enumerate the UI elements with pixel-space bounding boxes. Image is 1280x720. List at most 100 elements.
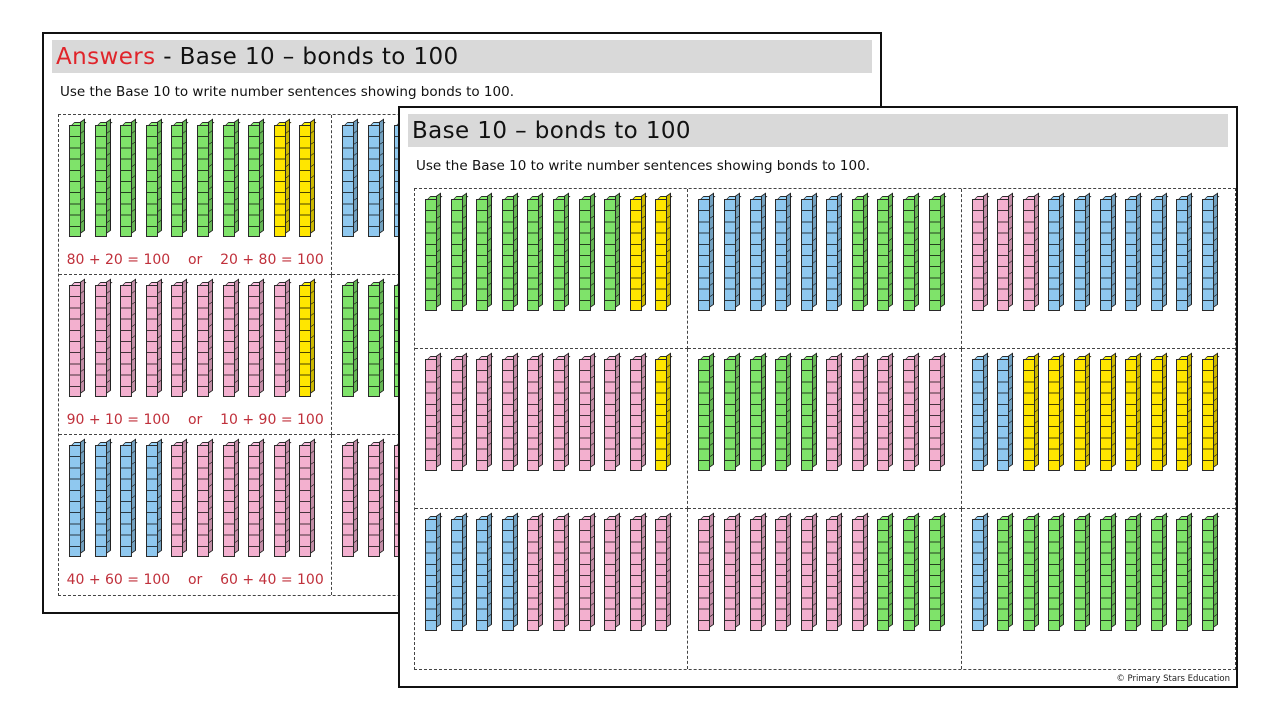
ten-rod-pink bbox=[698, 512, 716, 631]
grid-cell bbox=[688, 189, 962, 349]
ten-rod-pink bbox=[826, 512, 844, 631]
ten-rod-pink bbox=[273, 438, 292, 557]
ten-rod-green bbox=[552, 192, 571, 311]
worksheet-title: Base 10 – bonds to 100 bbox=[412, 117, 691, 144]
ten-rod-green bbox=[171, 118, 189, 237]
worksheet-instruction: Use the Base 10 to write number sentence… bbox=[416, 158, 870, 174]
ten-rod-pink bbox=[629, 512, 648, 631]
ten-rod-yellow bbox=[1074, 352, 1092, 471]
ten-rod-blue bbox=[450, 512, 469, 631]
ten-rod-pink bbox=[903, 352, 921, 471]
ten-rod-pink bbox=[222, 278, 241, 397]
ten-rod-blue bbox=[476, 512, 494, 631]
ten-rod-green bbox=[94, 118, 113, 237]
ten-rod-pink bbox=[851, 512, 870, 631]
ten-rod-green bbox=[222, 118, 241, 237]
ten-rod-yellow bbox=[629, 192, 648, 311]
ten-rod-pink bbox=[604, 352, 622, 471]
ten-rod-pink bbox=[578, 352, 597, 471]
ten-rod-green bbox=[196, 118, 215, 237]
worksheet-title-bar: Base 10 – bonds to 100 bbox=[408, 114, 1228, 147]
ten-rod-green bbox=[800, 352, 819, 471]
ten-rod-pink bbox=[851, 352, 870, 471]
ten-rod-green bbox=[527, 192, 545, 311]
ten-rod-pink bbox=[196, 438, 215, 557]
ten-rod-green bbox=[69, 118, 87, 237]
ten-rod-yellow bbox=[1176, 352, 1194, 471]
ten-rod-blue bbox=[1150, 192, 1169, 311]
ten-rod-blue bbox=[775, 192, 793, 311]
ten-rod-pink bbox=[248, 438, 266, 557]
ten-rod-yellow bbox=[1022, 352, 1041, 471]
ten-rod-pink bbox=[501, 352, 520, 471]
ten-rod-green bbox=[342, 278, 360, 397]
ten-rod-green bbox=[1125, 512, 1143, 631]
grid-cell bbox=[688, 509, 962, 669]
ten-rod-yellow bbox=[1202, 352, 1220, 471]
ten-rod-pink bbox=[723, 512, 742, 631]
ten-rod-green bbox=[877, 192, 895, 311]
ten-rod-blue bbox=[698, 192, 716, 311]
grid-cell: 90 + 10 = 100 or 10 + 90 = 100 bbox=[59, 275, 333, 435]
ten-rod-green bbox=[698, 352, 716, 471]
base-ten-rods bbox=[69, 278, 317, 397]
number-sentence: 80 + 20 = 100 or 20 + 80 = 100 bbox=[66, 252, 324, 268]
ten-rod-pink bbox=[604, 512, 622, 631]
ten-rod-pink bbox=[171, 278, 189, 397]
ten-rod-pink bbox=[928, 352, 947, 471]
ten-rod-pink bbox=[450, 352, 469, 471]
ten-rod-blue bbox=[1202, 192, 1220, 311]
ten-rod-pink bbox=[171, 438, 189, 557]
ten-rod-green bbox=[1022, 512, 1041, 631]
ten-rod-pink bbox=[578, 512, 597, 631]
ten-rod-yellow bbox=[273, 118, 292, 237]
ten-rod-blue bbox=[94, 438, 113, 557]
base-ten-rods bbox=[971, 192, 1220, 311]
grid-cell: 80 + 20 = 100 or 20 + 80 = 100 bbox=[59, 115, 333, 275]
ten-rod-green bbox=[425, 192, 443, 311]
ten-rod-pink bbox=[196, 278, 215, 397]
ten-rod-green bbox=[501, 192, 520, 311]
ten-rod-blue bbox=[800, 192, 819, 311]
ten-rod-pink bbox=[145, 278, 164, 397]
ten-rod-blue bbox=[723, 192, 742, 311]
ten-rod-yellow bbox=[299, 118, 317, 237]
ten-rod-pink bbox=[552, 512, 571, 631]
ten-rod-blue bbox=[826, 192, 844, 311]
ten-rod-yellow bbox=[1125, 352, 1143, 471]
ten-rod-green bbox=[903, 512, 921, 631]
ten-rod-pink bbox=[94, 278, 113, 397]
grid-cell bbox=[961, 349, 1235, 509]
base-ten-rods bbox=[425, 192, 673, 311]
ten-rod-green bbox=[723, 352, 742, 471]
grid-cell bbox=[688, 349, 962, 509]
ten-rod-green bbox=[903, 192, 921, 311]
ten-rod-pink bbox=[629, 352, 648, 471]
ten-rod-blue bbox=[971, 512, 990, 631]
ten-rod-green bbox=[997, 512, 1015, 631]
ten-rod-pink bbox=[527, 512, 545, 631]
ten-rod-blue bbox=[69, 438, 87, 557]
ten-rod-yellow bbox=[1099, 352, 1118, 471]
ten-rod-green bbox=[1048, 512, 1066, 631]
ten-rod-pink bbox=[248, 278, 266, 397]
ten-rod-blue bbox=[997, 352, 1015, 471]
base-ten-rods bbox=[69, 118, 317, 237]
ten-rod-blue bbox=[749, 192, 768, 311]
ten-rod-pink bbox=[552, 352, 571, 471]
grid-cell bbox=[415, 509, 689, 669]
base-ten-rods bbox=[69, 438, 317, 557]
base-ten-rods bbox=[971, 352, 1220, 471]
ten-rod-pink bbox=[425, 352, 443, 471]
ten-rod-pink bbox=[826, 352, 844, 471]
ten-rod-green bbox=[248, 118, 266, 237]
ten-rod-blue bbox=[120, 438, 138, 557]
base-ten-rods bbox=[698, 512, 947, 631]
ten-rod-yellow bbox=[655, 192, 673, 311]
ten-rod-green bbox=[450, 192, 469, 311]
ten-rod-pink bbox=[299, 438, 317, 557]
ten-rod-yellow bbox=[655, 352, 673, 471]
ten-rod-pink bbox=[1022, 192, 1041, 311]
ten-rod-green bbox=[775, 352, 793, 471]
worksheet: Base 10 – bonds to 100 Use the Base 10 t… bbox=[398, 106, 1238, 688]
